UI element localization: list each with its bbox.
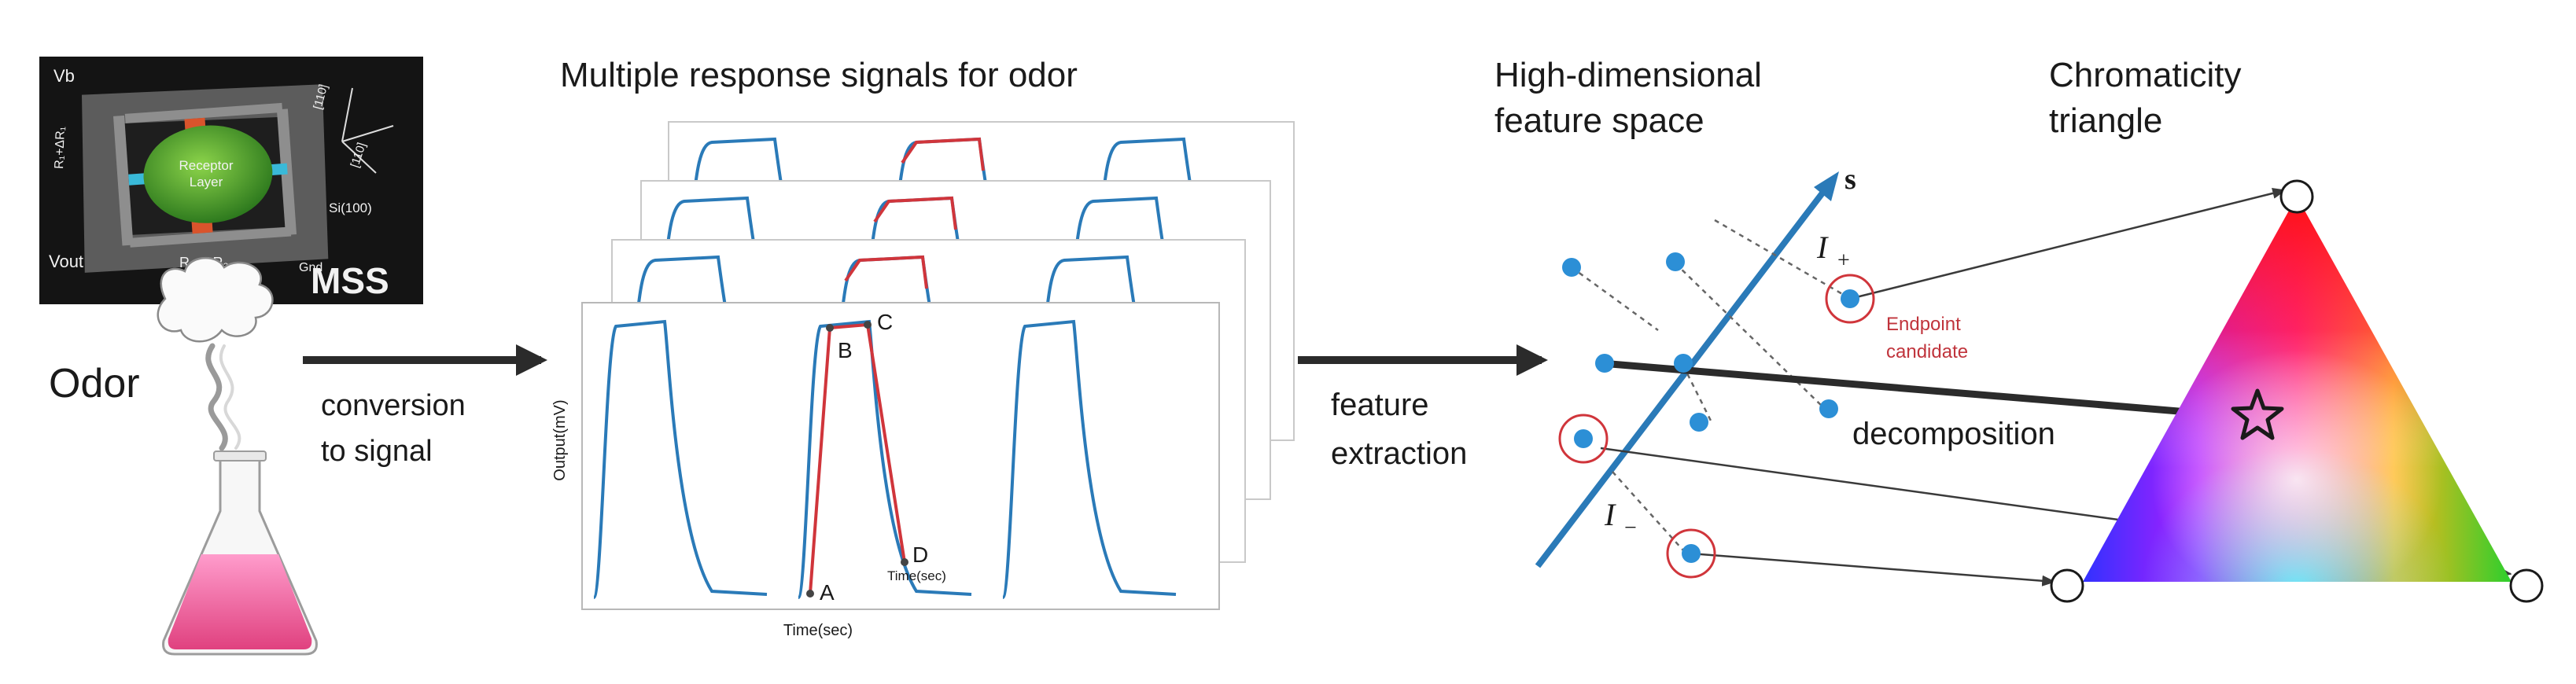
receptor-label-line2: Layer xyxy=(190,175,223,189)
decomposition-label: decomposition xyxy=(1852,417,2055,451)
gnd-label: Gnd xyxy=(299,261,322,274)
space-title-line2: feature space xyxy=(1494,101,1704,140)
signal-point xyxy=(806,590,814,598)
flask-liquid xyxy=(168,554,312,649)
odor-flask-illustration xyxy=(157,256,318,656)
chromaticity-triangle xyxy=(2050,179,2544,603)
signal-feature-segment xyxy=(873,196,957,230)
odor-label: Odor xyxy=(49,361,140,406)
feature-point xyxy=(1819,399,1838,418)
s-axis-line xyxy=(1535,182,1832,568)
projection-line-5 xyxy=(1714,219,1844,296)
s-axis-arrowhead xyxy=(1814,171,1839,201)
endpoint-ring-alt xyxy=(1558,414,1609,464)
i-minus-label: I xyxy=(1604,497,1616,532)
triangle-title-line1: Chromaticity xyxy=(2049,56,2242,94)
signal-point xyxy=(901,558,908,566)
endpoint-ring-plus xyxy=(1825,274,1875,324)
feature-point xyxy=(1690,413,1708,432)
conversion-label-line1: conversion xyxy=(321,389,466,422)
signals-xlabel: Time(sec) xyxy=(783,622,853,639)
projection-line-2 xyxy=(1675,263,1826,410)
signal-feature-segment xyxy=(844,255,928,289)
mss-label: MSS xyxy=(311,260,389,301)
vb-label: Vb xyxy=(53,66,75,86)
i-plus-subscript: + xyxy=(1837,248,1850,273)
smoke-stream-left xyxy=(205,343,228,451)
mss-panel: Receptor Layer Vb Vout R₂+ΔR₂ R₁+ΔR₁ Si(… xyxy=(39,57,423,304)
projection-line-3 xyxy=(1682,365,1712,421)
flask-rim xyxy=(213,450,267,462)
signal-trace xyxy=(592,319,768,599)
signal-point-label: A xyxy=(820,580,835,605)
signal-feature-segment xyxy=(809,322,906,594)
star-marker xyxy=(2231,388,2284,440)
triangle-title-line2: triangle xyxy=(2049,101,2162,140)
axis-glyph-z xyxy=(341,141,377,174)
signals-ylabel: Output(mV) xyxy=(551,399,569,480)
signals-ghost-xlabel: Time(sec) xyxy=(887,568,946,583)
signal-card-stack: A BC D xyxy=(581,121,1295,610)
feature-label-line2: extraction xyxy=(1331,436,1467,471)
vertex-left xyxy=(2050,568,2084,603)
i-plus-label: I xyxy=(1816,230,1829,265)
signal-point xyxy=(864,321,872,329)
vertex-top xyxy=(2279,179,2314,214)
endpoint-label-line2: candidate xyxy=(1886,341,1968,362)
feature-point xyxy=(1674,354,1693,373)
r-left-label: R₁+ΔR₁ xyxy=(53,127,68,169)
feature-label-line1: feature xyxy=(1331,388,1429,422)
endpoint-ring-minus xyxy=(1666,528,1716,579)
signals-title: Multiple response signals for odor xyxy=(560,56,1078,94)
smoke-cloud xyxy=(157,256,274,343)
vout-label: Vout xyxy=(49,252,83,271)
receptor-label-line1: Receptor xyxy=(179,158,234,173)
feature-point xyxy=(1562,258,1581,277)
arrow-to-top-vertex xyxy=(1849,188,2287,300)
axis-glyph-y xyxy=(341,87,353,142)
signal-trace xyxy=(1001,319,1177,599)
arrow-decomposition xyxy=(1610,360,2221,425)
i-minus-subscript: − xyxy=(1624,516,1637,540)
receptor-layer xyxy=(143,125,273,223)
space-title-line1: High-dimensional xyxy=(1494,56,1762,94)
smoke-stream-right xyxy=(219,344,241,450)
projection-line-4 xyxy=(1612,471,1684,551)
signal-point-label: D xyxy=(912,542,928,567)
signal-point xyxy=(826,324,834,332)
s-axis-label: s xyxy=(1844,163,1856,196)
signal-feature-segment xyxy=(901,137,985,171)
feature-point xyxy=(1595,354,1614,373)
feature-point xyxy=(1666,252,1685,271)
vertex-right xyxy=(2509,568,2544,603)
conversion-label-line2: to signal xyxy=(321,435,433,468)
endpoint-minus-point xyxy=(1682,544,1701,563)
endpoint-plus-point xyxy=(1841,289,1859,308)
axis-glyph-x xyxy=(341,125,394,142)
endpoint-alt-point xyxy=(1574,429,1593,448)
signal-point-label: C xyxy=(877,310,893,334)
endpoint-label-line1: Endpoint xyxy=(1886,314,1961,335)
projection-line-1 xyxy=(1571,266,1659,332)
crystal-label: Si(100) xyxy=(329,200,372,215)
arrow-to-left-vertex xyxy=(1690,552,2056,587)
signal-point-label: B xyxy=(838,338,853,362)
